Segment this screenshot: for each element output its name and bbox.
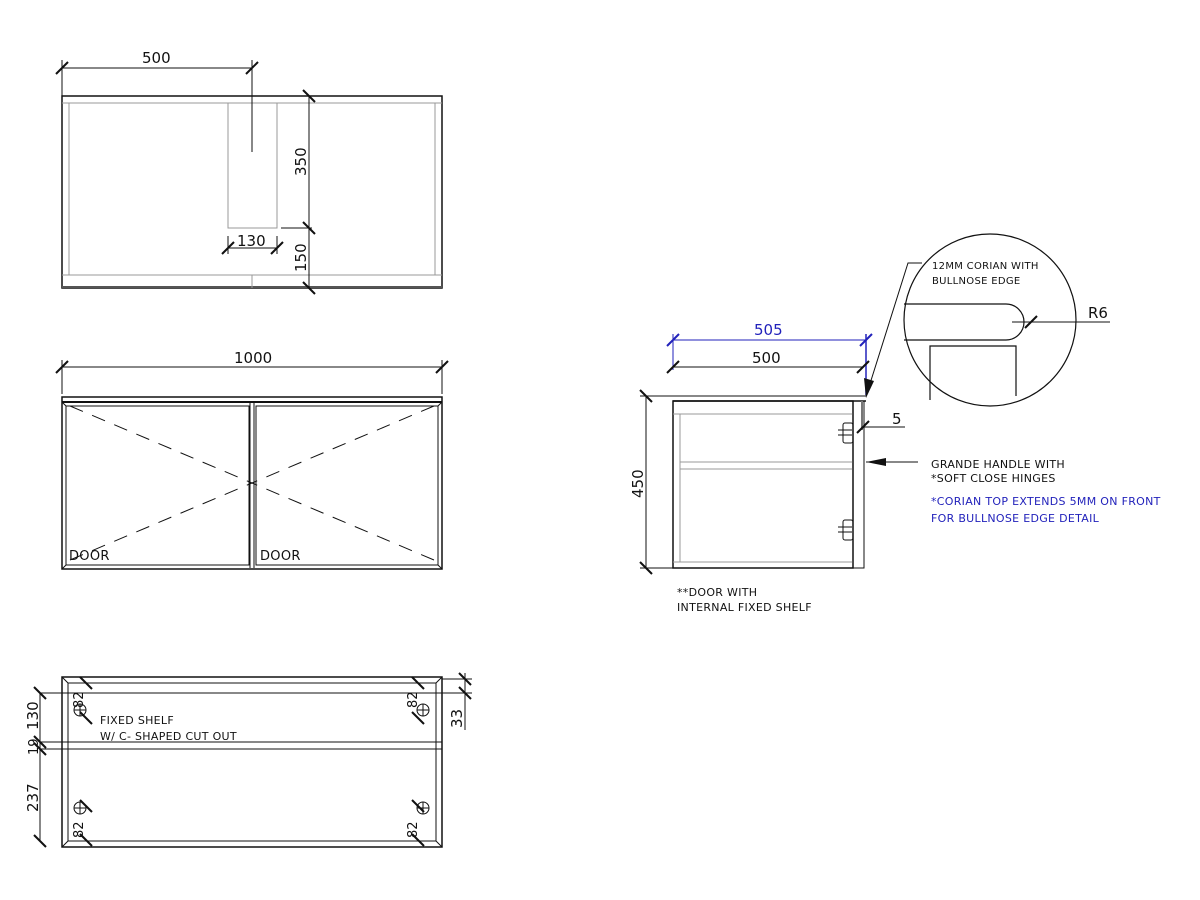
handle-note-line1: GRANDE HANDLE WITH bbox=[931, 458, 1065, 471]
dim-1000: 1000 bbox=[234, 349, 272, 367]
detail-bubble: R6 12MM CORIAN WITH BULLNOSE EDGE bbox=[864, 233, 1110, 407]
dim-82-bottom-right: 82 bbox=[406, 821, 421, 838]
dim-150: 150 bbox=[292, 243, 310, 272]
shelf-note-line1: FIXED SHELF bbox=[100, 714, 174, 727]
interior-view: 130 19 237 82 82 82 82 33 FIXED SHELF W/… bbox=[24, 672, 472, 848]
shelf-note-line2: W/ C- SHAPED CUT OUT bbox=[100, 730, 237, 743]
bubble-label-line2: BULLNOSE EDGE bbox=[932, 276, 1021, 287]
dim-500-side: 500 bbox=[752, 349, 781, 367]
dim-5: 5 bbox=[892, 410, 902, 428]
door-label-right: DOOR bbox=[260, 549, 301, 564]
dim-82-top-left: 82 bbox=[72, 691, 87, 708]
dim-450: 450 bbox=[629, 469, 647, 498]
handle-note-line2: *SOFT CLOSE HINGES bbox=[931, 472, 1056, 485]
dim-500-top: 500 bbox=[142, 49, 171, 67]
dim-130-interior: 130 bbox=[24, 701, 42, 730]
top-view: 500 350 150 130 bbox=[55, 49, 443, 295]
dim-505: 505 bbox=[754, 321, 783, 339]
dim-82-top-right: 82 bbox=[406, 691, 421, 708]
dim-130: 130 bbox=[237, 232, 266, 250]
radius-label: R6 bbox=[1088, 304, 1108, 322]
door-note-line1: **DOOR WITH bbox=[677, 586, 757, 599]
dim-19: 19 bbox=[27, 738, 42, 755]
door-note-line2: INTERNAL FIXED SHELF bbox=[677, 601, 812, 614]
dim-350: 350 bbox=[292, 147, 310, 176]
dim-82-bottom-left: 82 bbox=[72, 821, 87, 838]
corian-note-line2: FOR BULLNOSE EDGE DETAIL bbox=[931, 512, 1100, 525]
door-label-left: DOOR bbox=[69, 549, 110, 564]
side-view: 505 500 450 5 bbox=[629, 321, 1161, 614]
bubble-label-line1: 12MM CORIAN WITH bbox=[932, 261, 1039, 272]
dim-237: 237 bbox=[24, 783, 42, 812]
dim-33: 33 bbox=[448, 709, 466, 728]
front-view: 1000 DOOR DOOR bbox=[55, 349, 449, 570]
corian-note-line1: *CORIAN TOP EXTENDS 5MM ON FRONT bbox=[931, 495, 1161, 508]
